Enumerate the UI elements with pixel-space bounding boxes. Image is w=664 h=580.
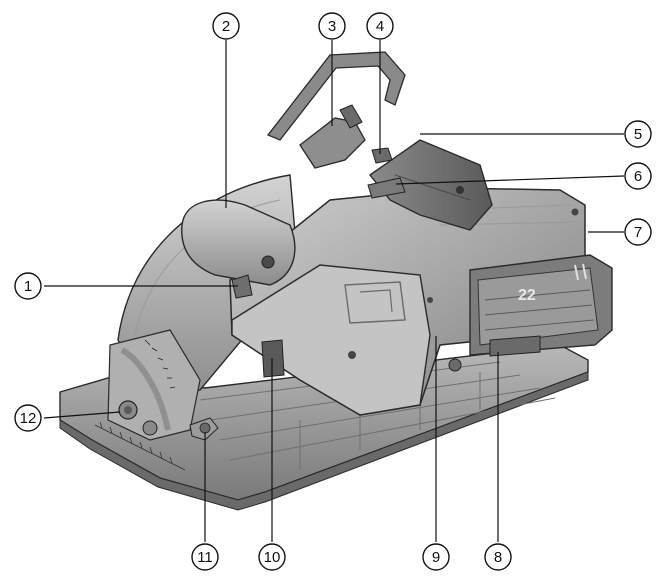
callouts: 1 2 3 4 5 6 7 8	[14, 12, 652, 571]
callout-label-2: 2	[222, 18, 230, 35]
lower-guard-lever	[189, 417, 219, 441]
leader-12	[43, 411, 121, 419]
callout-label-6: 6	[634, 168, 642, 185]
rear-handle	[368, 139, 493, 231]
depth-adjust-knob	[448, 358, 462, 372]
callout-7: 7	[624, 218, 652, 246]
callout-label-8: 8	[494, 549, 502, 566]
callout-10: 10	[258, 543, 286, 571]
callout-label-10: 10	[264, 549, 281, 566]
callout-label-9: 9	[432, 549, 440, 566]
callout-1: 1	[14, 272, 42, 300]
leader-lines	[43, 40, 625, 542]
rafter-hook	[266, 51, 406, 141]
callout-label-7: 7	[634, 224, 642, 241]
callout-4: 4	[366, 12, 394, 40]
spindle-lock	[231, 274, 253, 299]
callout-label-12: 12	[20, 410, 37, 427]
callout-label-1: 1	[24, 278, 32, 295]
callout-label-11: 11	[197, 549, 213, 566]
leader-6	[395, 175, 625, 185]
callout-6: 6	[624, 162, 652, 190]
front-handle	[181, 199, 296, 286]
callout-9: 9	[422, 543, 450, 571]
callout-5: 5	[624, 120, 652, 148]
callout-8: 8	[484, 543, 512, 571]
callout-2: 2	[212, 12, 240, 40]
callout-label-4: 4	[376, 18, 384, 35]
callout-12: 12	[14, 404, 42, 432]
callout-label-3: 3	[328, 18, 336, 35]
trigger-assembly	[299, 104, 406, 199]
base-scale	[94, 421, 186, 471]
depth-lock-lever	[261, 339, 285, 378]
callout-label-5: 5	[634, 126, 642, 143]
callout-11: 11	[191, 543, 219, 571]
callout-3: 3	[318, 12, 346, 40]
bevel-lock-knob	[118, 400, 158, 436]
battery-pack: 22	[469, 254, 613, 357]
battery-mark: 22	[518, 287, 536, 304]
